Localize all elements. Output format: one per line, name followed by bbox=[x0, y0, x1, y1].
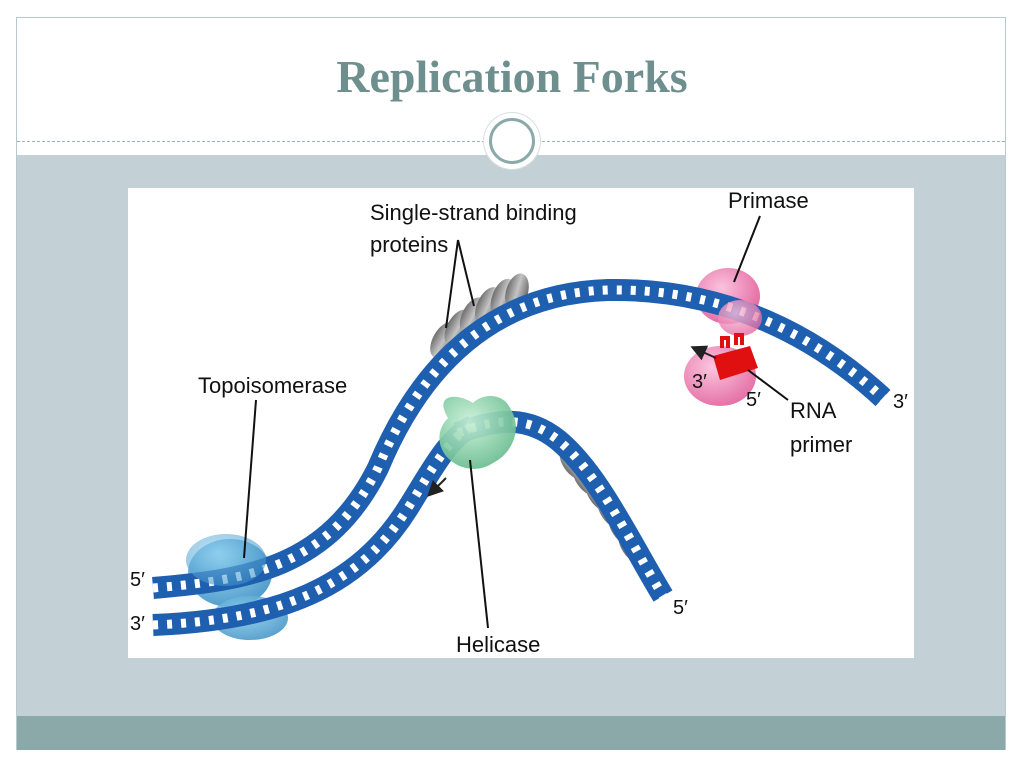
primase-enzyme-front bbox=[718, 300, 762, 336]
label-rna-primer-line2: primer bbox=[790, 432, 852, 457]
label-single-strand-line2: proteins bbox=[370, 232, 448, 257]
rna-primer-teeth bbox=[720, 333, 744, 348]
label-end-lower-strand: 5′ bbox=[673, 597, 688, 619]
label-helicase: Helicase bbox=[456, 632, 540, 657]
helicase-direction-arrow bbox=[427, 477, 447, 497]
footer-band bbox=[17, 716, 1005, 750]
label-end-right-upper: 3′ bbox=[893, 391, 908, 413]
slide-title: Replication Forks bbox=[336, 51, 688, 102]
label-rna-primer-line1: RNA bbox=[790, 398, 837, 423]
diagram-svg: Single-strand binding proteins Primase T… bbox=[130, 188, 908, 657]
dna-base-pairs-lower bbox=[456, 417, 667, 599]
label-end-left-bottom: 3′ bbox=[130, 613, 145, 635]
rna-primer-segment bbox=[713, 346, 758, 380]
title-circle-ornament bbox=[484, 113, 540, 169]
dna-base-pairs-duplex bbox=[152, 421, 476, 630]
primase-direction-arrow bbox=[690, 345, 717, 361]
label-topoisomerase: Topoisomerase bbox=[198, 373, 347, 398]
label-end-left-top: 5′ bbox=[130, 569, 145, 591]
replication-fork-diagram: Single-strand binding proteins Primase T… bbox=[128, 188, 914, 658]
label-single-strand-line1: Single-strand binding bbox=[370, 200, 577, 225]
topoisomerase-enzyme-front bbox=[186, 534, 266, 586]
label-primase: Primase bbox=[728, 188, 809, 213]
dna-upper-strand bbox=[152, 278, 891, 599]
label-primer-5-prime: 5′ bbox=[746, 389, 761, 411]
helicase-enzyme bbox=[439, 396, 516, 469]
leader-lines bbox=[243, 215, 789, 629]
label-primer-3-prime: 3′ bbox=[692, 371, 707, 393]
